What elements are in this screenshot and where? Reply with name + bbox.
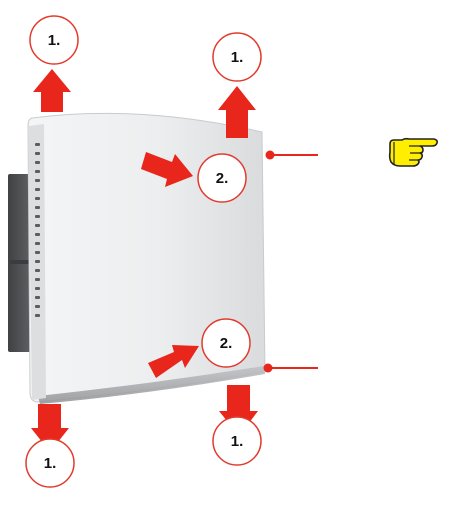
callout-step-2-lower-label: 2.	[220, 335, 233, 352]
leader-line-upper	[265, 150, 318, 160]
arrow-up-left	[33, 69, 71, 112]
callout-step-1-top-left: 1.	[29, 15, 79, 65]
callout-step-1-bottom-left: 1.	[25, 438, 75, 488]
arrow-press-upper	[141, 152, 193, 187]
callout-step-1-bottom-right: 1.	[212, 416, 262, 466]
pointing-hand-icon	[388, 137, 438, 167]
leader-line-lower	[263, 363, 318, 373]
arrow-down-left	[31, 404, 69, 452]
callout-step-1-top-right-label: 1.	[231, 49, 244, 66]
callout-step-2-upper: 2.	[197, 153, 247, 203]
callout-step-2-upper-label: 2.	[216, 170, 229, 187]
callout-step-1-bottom-left-label: 1.	[44, 455, 57, 472]
callout-step-1-bottom-right-label: 1.	[231, 433, 244, 450]
arrow-up-right	[218, 86, 256, 138]
ventilation-slots	[35, 143, 40, 317]
callout-step-1-top-left-label: 1.	[48, 32, 61, 49]
arrow-press-lower	[148, 345, 199, 378]
callout-step-1-top-right: 1.	[212, 32, 262, 82]
callout-step-2-lower: 2.	[201, 318, 251, 368]
